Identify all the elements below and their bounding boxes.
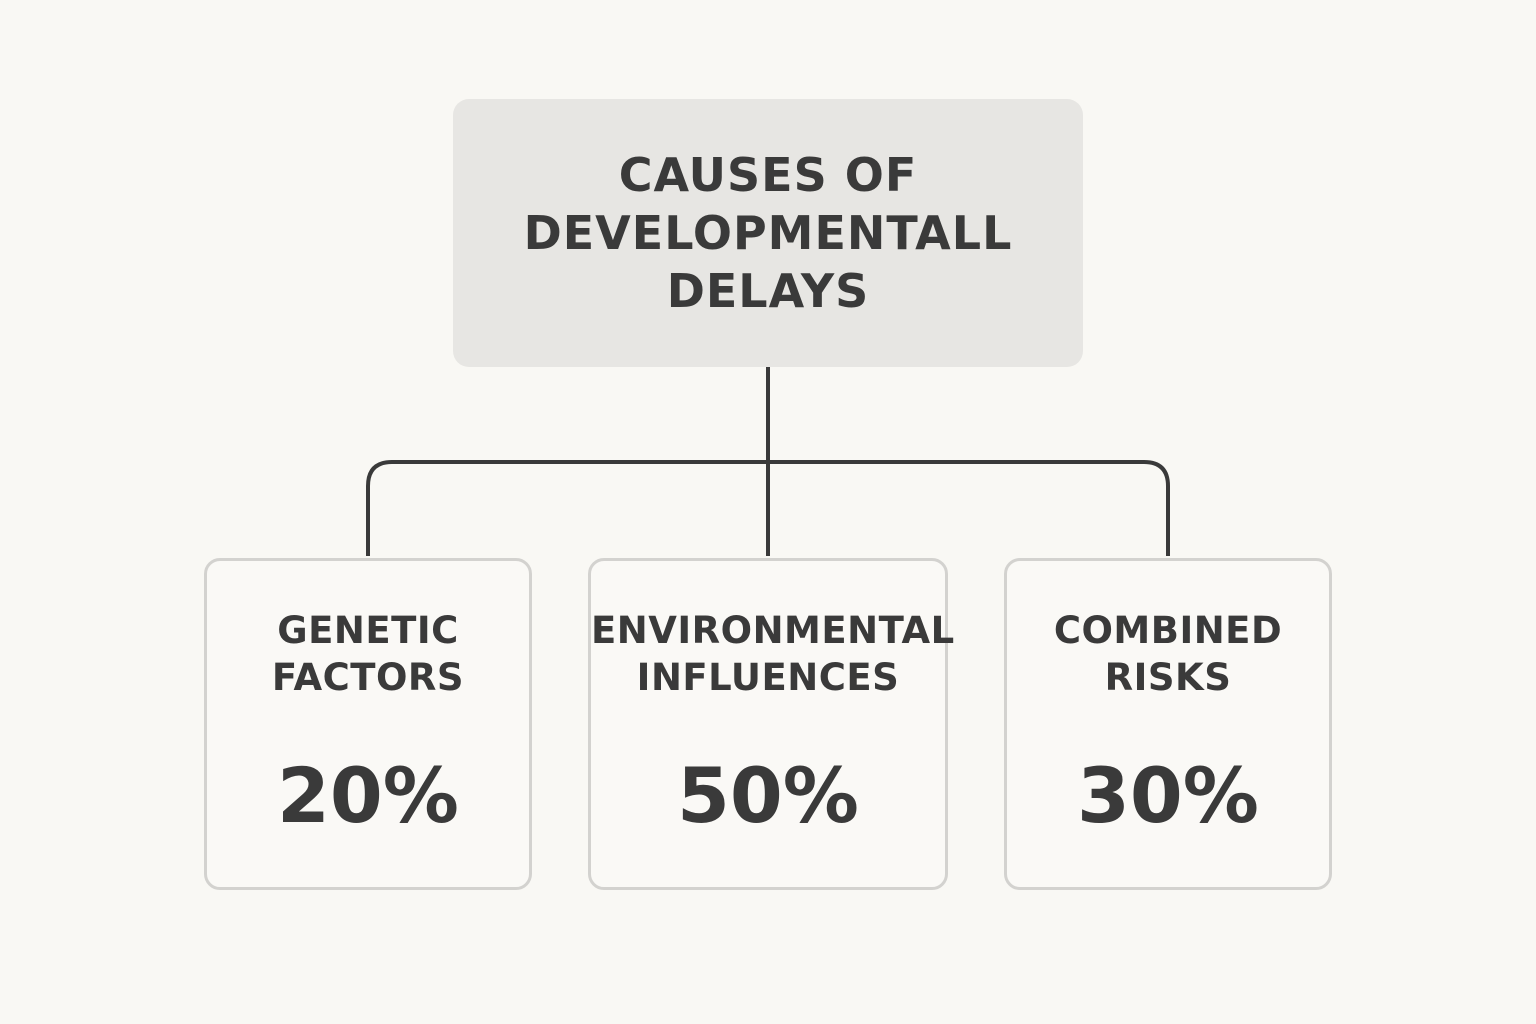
root-title-line: DELAYS (666, 264, 870, 318)
connector-right (768, 460, 1170, 556)
branch-percentage: 50% (677, 751, 859, 840)
connector-left (366, 460, 768, 556)
root-title: CAUSES OF DEVELOPMENTALL DELAYS (524, 146, 1013, 320)
branch-label-line: COMBINED (1053, 609, 1283, 652)
root-node: CAUSES OF DEVELOPMENTALL DELAYS (453, 99, 1083, 367)
branch-combined-risks: COMBINED RISKS 30% (1004, 558, 1332, 890)
branch-genetic-factors: GENETIC FACTORS 20% (204, 558, 532, 890)
branch-label-line: ENVIRONMENTAL (591, 609, 955, 652)
branch-label-line: RISKS (1104, 656, 1232, 699)
branch-label: GENETIC FACTORS (207, 607, 529, 701)
branch-label: ENVIRONMENTAL INFLUENCES (591, 607, 955, 701)
branch-environmental-influences: ENVIRONMENTAL INFLUENCES 50% (588, 558, 955, 890)
root-title-line: CAUSES OF (618, 148, 918, 202)
branch-percentage: 30% (1077, 751, 1259, 840)
branch-label-line: FACTORS (271, 656, 465, 699)
branch-label-line: INFLUENCES (636, 656, 900, 699)
root-title-line: DEVELOPMENTALL (523, 206, 1013, 260)
branch-percentage: 20% (277, 751, 459, 840)
branch-label: COMBINED RISKS (1007, 607, 1329, 701)
branch-label-line: GENETIC (277, 609, 459, 652)
